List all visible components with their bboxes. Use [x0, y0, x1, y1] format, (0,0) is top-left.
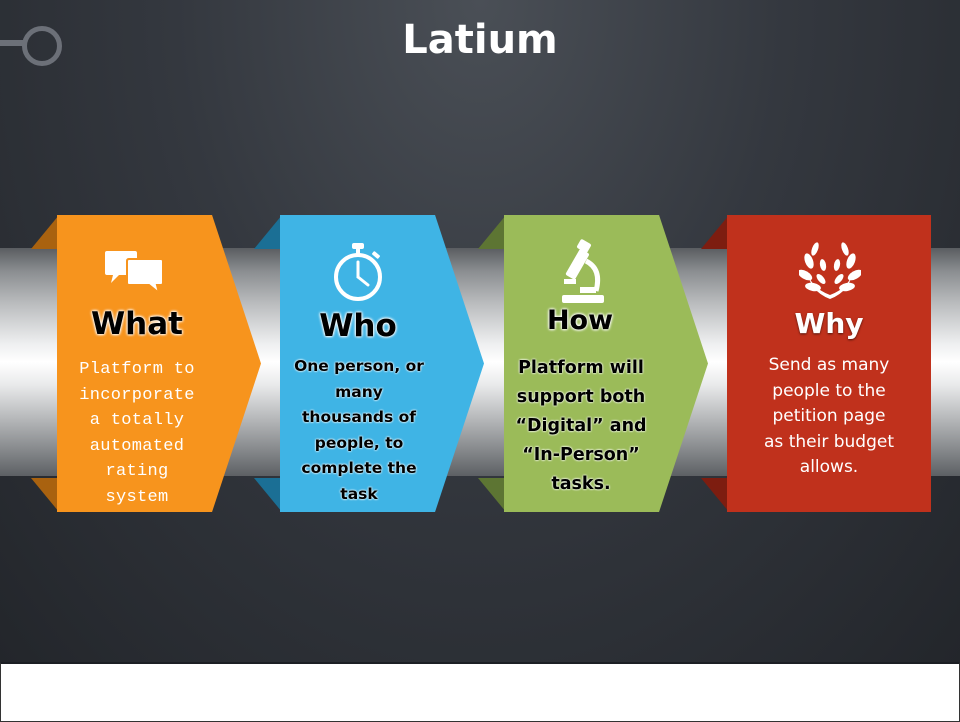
card-what-heading: What	[90, 306, 183, 342]
card-what-text: Platform to incorporate a totally automa…	[79, 360, 195, 507]
card-who: Who One person, or many thousands of peo…	[254, 215, 484, 512]
card-fold-top	[31, 215, 59, 249]
laurel-wreath-icon	[799, 242, 861, 299]
card-why: Why Send as many people to the petition …	[701, 215, 931, 512]
microscope-icon	[562, 239, 604, 303]
card-why-heading: Why	[794, 307, 864, 340]
slide-bottom-border	[0, 662, 960, 722]
decorative-line	[0, 40, 24, 46]
card-who-panel	[280, 215, 484, 512]
card-who-text: One person, or many thousands of people,…	[294, 357, 424, 503]
decorative-ring-icon	[22, 26, 62, 66]
card-what: What Platform to incorporate a totally a…	[31, 215, 261, 512]
card-how-text: Platform will support both “Digital” and…	[515, 358, 647, 494]
slide-title: Latium	[402, 17, 558, 63]
stopwatch-icon	[334, 243, 382, 301]
card-why-text: Send as many people to the petition page…	[764, 355, 894, 477]
card-how-heading: How	[546, 305, 614, 336]
card-why-panel	[727, 215, 931, 512]
card-how: How Platform will support both “Digital”…	[478, 215, 708, 512]
card-fold-bottom	[31, 478, 59, 512]
speech-bubbles-icon	[105, 251, 164, 295]
card-how-panel	[504, 215, 708, 512]
slide-canvas: Latium What Platform to incorporate a to…	[0, 0, 960, 662]
card-who-heading: Who	[319, 308, 397, 344]
